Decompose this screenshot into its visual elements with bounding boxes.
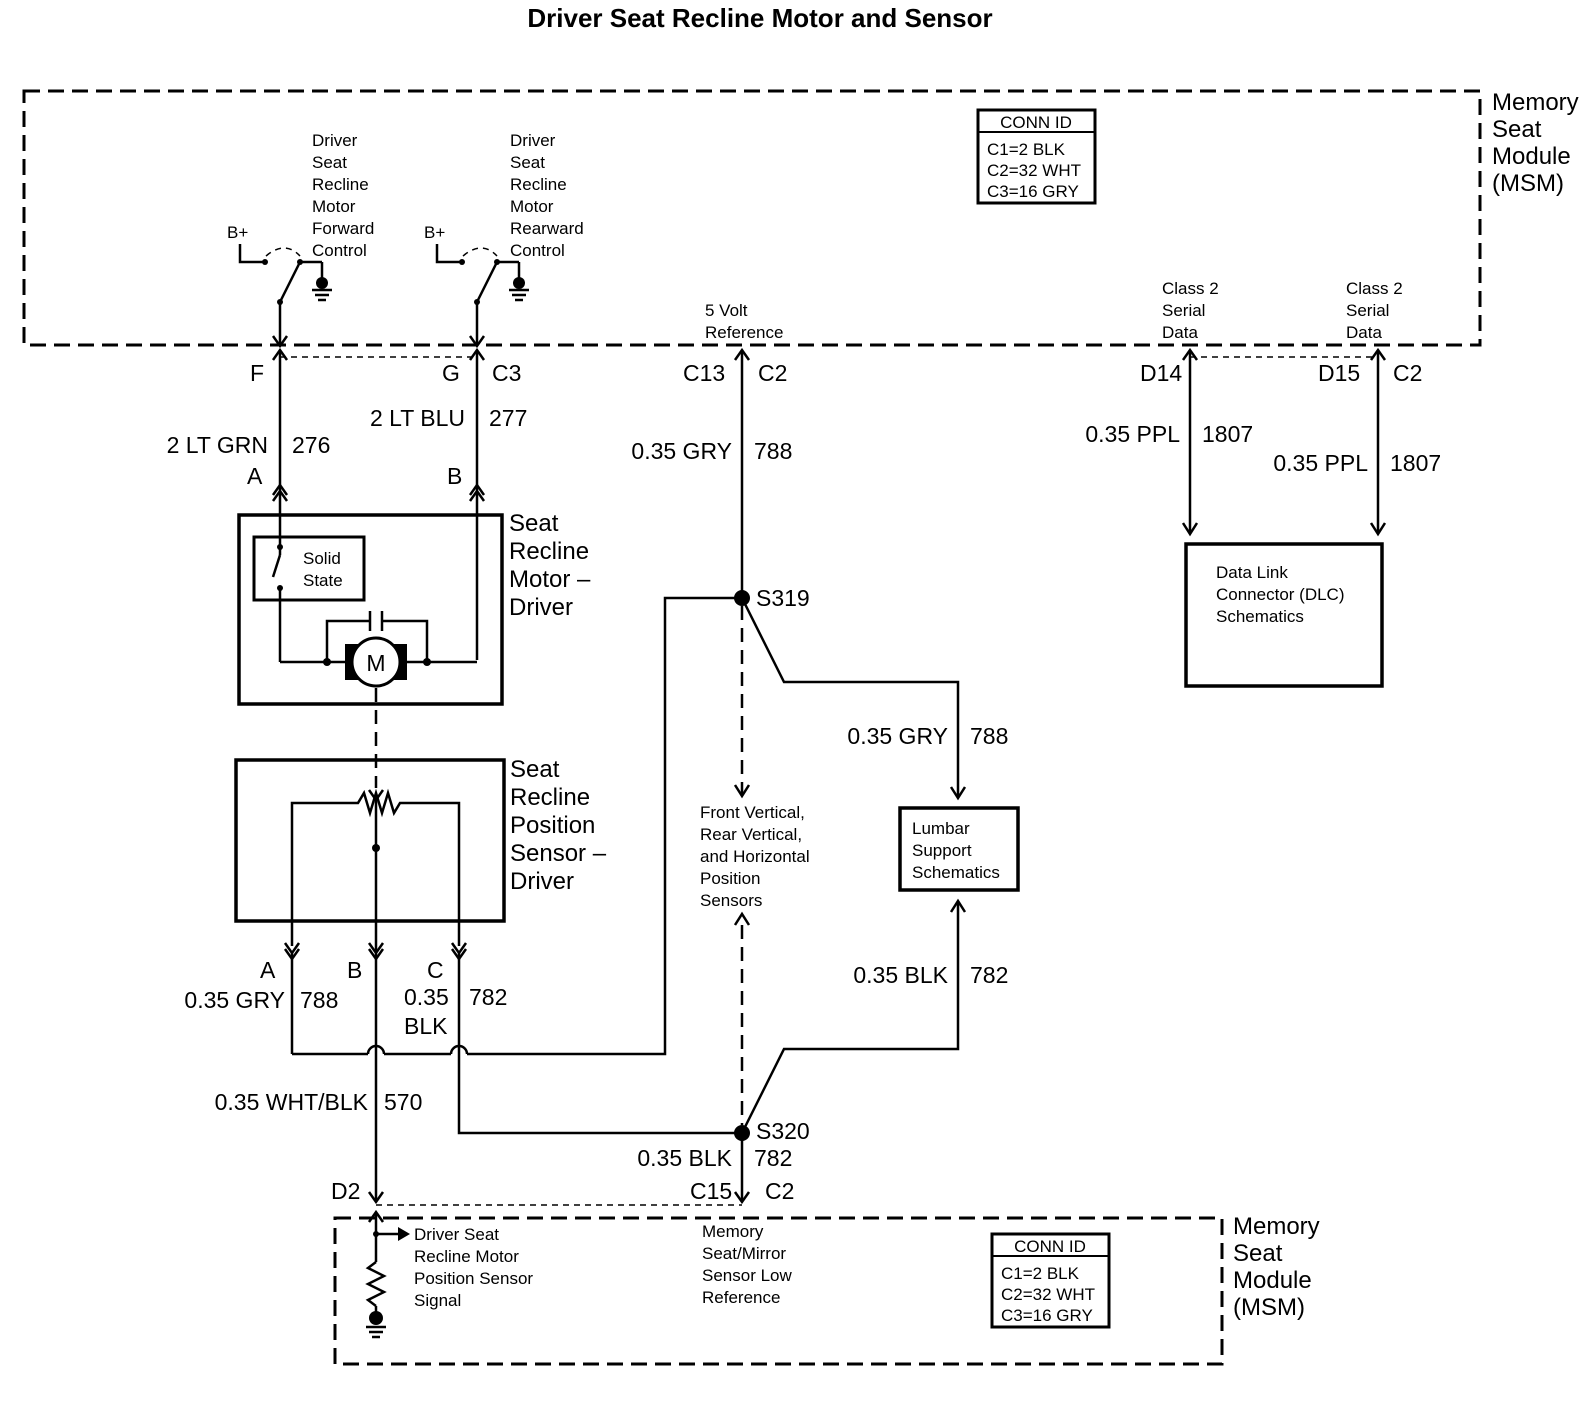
svg-text:C3=16 GRY: C3=16 GRY [1001,1306,1093,1325]
top-connector-pins: F G C3 C13 C2 D14 D15 C2 [250,360,1422,386]
svg-text:C2=32 WHT: C2=32 WHT [1001,1285,1095,1304]
motor-label: Seat Recline Motor – Driver [509,510,597,621]
rwd-control-label: Driver Seat Recline Motor Rearward Contr… [510,131,588,260]
sensor-pin-c: C [427,957,444,983]
bottom-connector-pins: D2 C15 C2 [331,1178,794,1204]
forward-control-switch: B+ Driver Seat Recline Motor Forward Con… [227,131,379,349]
svg-text:276: 276 [292,432,330,458]
svg-text:G: G [442,360,460,386]
class2-label-b: Class 2 Serial Data [1346,279,1407,342]
front-sensors-label: Front Vertical, Rear Vertical, and Horiz… [700,803,814,910]
svg-text:C2: C2 [765,1178,794,1204]
low-ref-label: Memory Seat/Mirror Sensor Low Reference [702,1222,797,1307]
svg-text:Data Link Connector (DLC: Data Link Connector (DLC) Schematics [1216,563,1349,626]
wire-277: 2 LT BLU 277 B [370,347,527,660]
rwd-bplus-label: B+ [424,223,445,242]
svg-text:C2: C2 [758,360,787,386]
splice-s320: S320 [734,1118,810,1144]
position-signal-circuit [365,1209,410,1339]
svg-text:CONN ID: CONN ID [1014,1237,1086,1256]
wire-788-top: 0.35 GRY 788 [631,347,792,598]
signal-label: Driver Seat Recline Motor Position Senso… [414,1225,538,1310]
sensor-pin-b: B [347,957,362,983]
conn-id-bottom: CONN ID C1=2 BLK C2=32 WHT C3=16 GRY [990,1232,1111,1329]
svg-text:277: 277 [489,405,527,431]
svg-text:F: F [250,360,264,386]
svg-text:D2: D2 [331,1178,360,1204]
svg-text:C13: C13 [683,360,725,386]
svg-text:C1=2 BLK: C1=2 BLK [987,140,1066,159]
svg-text:C2: C2 [1393,360,1422,386]
svg-text:0.35 PPL: 0.35 PPL [1273,450,1368,476]
svg-text:2 LT BLU: 2 LT BLU [370,405,465,431]
svg-text:D14: D14 [1140,360,1182,386]
wire-788-sensor-size: 0.35 GRY [184,987,285,1013]
svg-text:C2=32 WHT: C2=32 WHT [987,161,1081,180]
wire-782-sensor-size-a: 0.35 [404,984,449,1010]
svg-text:C3: C3 [492,360,521,386]
svg-text:S320: S320 [756,1118,810,1144]
sensor-label: Seat Recline Position Sensor – Driver [510,756,613,895]
dashed-link-front-sensors [733,606,751,1125]
motor-symbol [350,636,402,688]
wire-570-size: 0.35 WHT/BLK [215,1089,369,1115]
rearward-control-switch: B+ Driver Seat Recline Motor Rearward Co… [424,131,588,349]
msm-top-label: Memory Seat Module (MSM) [1492,89,1585,197]
svg-text:1807: 1807 [1202,421,1253,447]
seat-recline-position-sensor: Seat Recline Position Sensor – Driver A … [234,756,613,1200]
wire-782-sensor-size-b: BLK [404,1013,448,1039]
wire-788-sensor-num: 788 [300,987,338,1013]
splice-s319: S319 [734,585,810,611]
msm-bottom-boundary [333,1216,1224,1366]
svg-text:0.35 PPL: 0.35 PPL [1085,421,1180,447]
wire-276: 2 LT GRN 276 A [167,347,330,555]
svg-text:0.35 BLK: 0.35 BLK [637,1145,732,1171]
diagram-title: Driver Seat Recline Motor and Sensor [527,3,992,33]
wire-570-num: 570 [384,1089,422,1115]
svg-text:2 LT GRN: 2 LT GRN [167,432,268,458]
wire-782-lumbar: 0.35 BLK 782 [740,898,1008,1134]
motor-pin-b: B [447,463,462,489]
wire-782-sensor-num: 782 [469,984,507,1010]
wire-782-bottom: 0.35 BLK 782 [637,1133,792,1205]
svg-text:0.35 BLK: 0.35 BLK [853,962,948,988]
wire-1807-a: 0.35 PPL 1807 [1085,347,1253,537]
wire-1807-b: 0.35 PPL 1807 [1273,347,1441,537]
svg-text:C3=16 GRY: C3=16 GRY [987,182,1079,201]
conn-id-top: CONN ID C1=2 BLK C2=32 WHT C3=16 GRY [976,108,1097,205]
sensor-pin-a: A [260,957,276,983]
dlc-box: Data Link Connector (DLC) Schematics [1184,542,1384,688]
seat-recline-motor: Solid State M Seat Recline Motor – Drive… [237,510,597,706]
svg-text:782: 782 [754,1145,792,1171]
svg-text:788: 788 [754,438,792,464]
svg-text:M: M [366,650,385,676]
svg-text:1807: 1807 [1390,450,1441,476]
lumbar-support-box: Lumbar Support Schematics [898,806,1020,892]
svg-text:782: 782 [970,962,1008,988]
svg-text:0.35 GRY: 0.35 GRY [847,723,948,749]
solid-state-box [252,535,366,602]
svg-text:Solid State: Solid State [303,549,346,590]
motor-pin-a: A [247,463,263,489]
ref5v-label: 5 Volt Reference [705,301,783,342]
svg-text:D15: D15 [1318,360,1360,386]
class2-label-a: Class 2 Serial Data [1162,279,1223,342]
svg-text:CONN ID: CONN ID [1000,113,1072,132]
msm-bottom-label: Memory Seat Module (MSM) [1233,1213,1326,1321]
svg-text:C1=2 BLK: C1=2 BLK [1001,1264,1080,1283]
svg-text:788: 788 [970,723,1008,749]
svg-text:S319: S319 [756,585,810,611]
svg-text:C15: C15 [690,1178,732,1204]
wire-788-sensor [290,596,742,1056]
wire-782-sensor [457,953,742,1135]
svg-text:0.35 GRY: 0.35 GRY [631,438,732,464]
wire-570-connector [367,1191,385,1205]
msm-top-boundary [22,89,1482,347]
svg-text:Lumbar Support Sch: Lumbar Support Schematics [912,819,1000,882]
fwd-bplus-label: B+ [227,223,248,242]
fwd-control-label: Driver Seat Recline Motor Forward Contro… [312,131,379,260]
wire-788-lumbar: 0.35 GRY 788 [740,597,1008,801]
